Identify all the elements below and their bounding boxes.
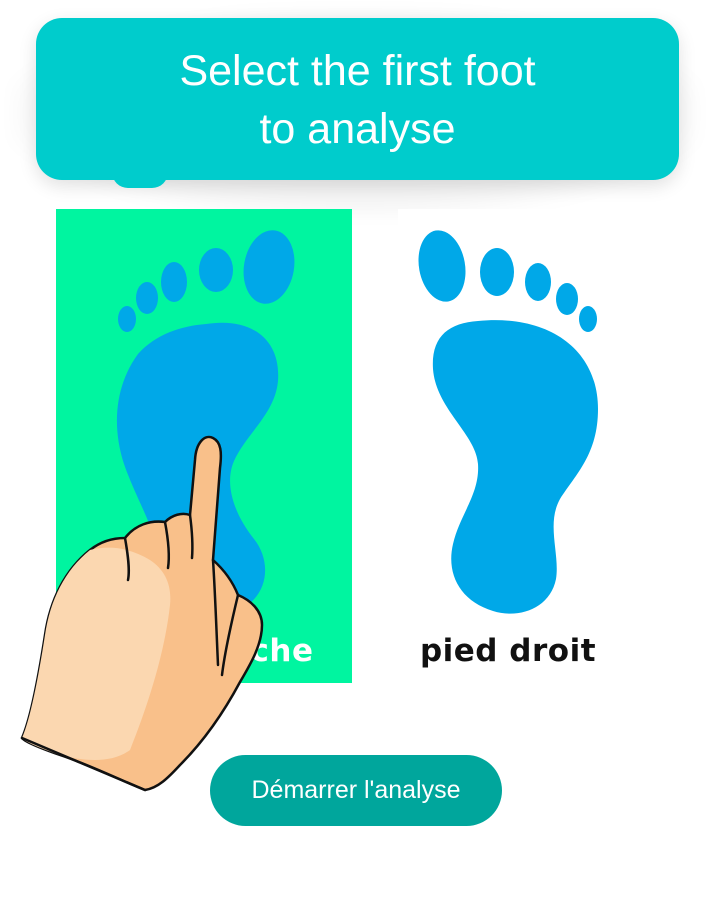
start-analysis-button[interactable]: Démarrer l'analyse [210,755,502,826]
instruction-bubble [36,18,679,180]
instruction-bubble-tail [112,172,168,188]
right-footprint-icon [418,230,598,614]
left-foot-label: pied gauche [94,633,314,669]
right-foot-label: pied droit [419,633,597,669]
left-footprint-icon [116,230,295,616]
right-foot-option[interactable]: pied droit [398,209,618,683]
instruction-text: Select the first foot to analyse [179,47,536,153]
left-foot-option[interactable]: pied gauche [56,209,352,683]
